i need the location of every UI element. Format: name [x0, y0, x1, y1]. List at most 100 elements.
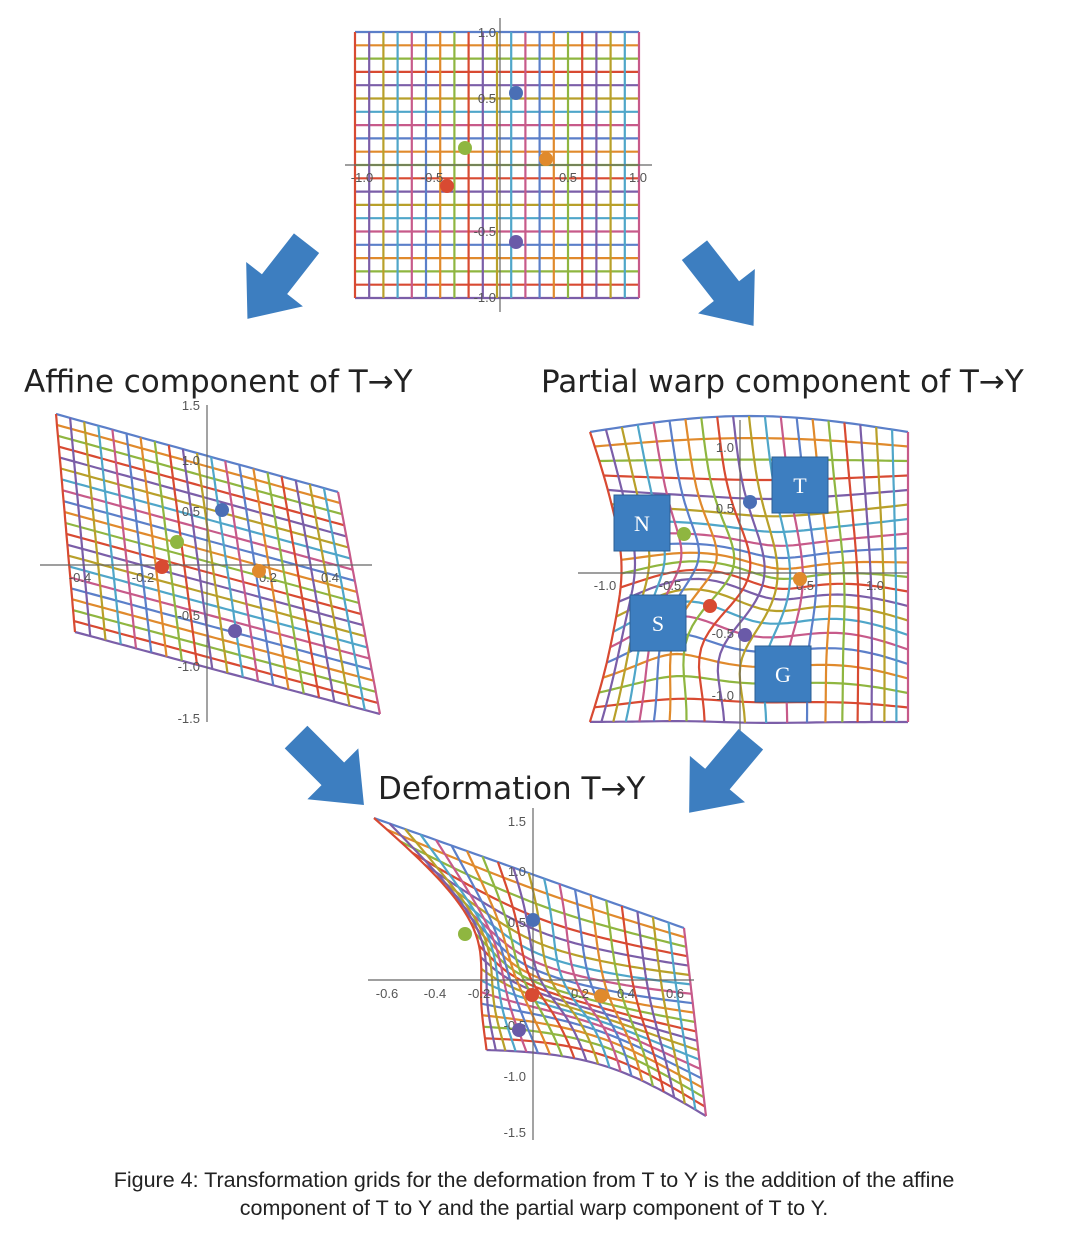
grid-line — [97, 425, 122, 645]
landmark-blue-dot — [526, 913, 540, 927]
x-tick-label: 0.6 — [666, 986, 684, 1001]
grid-line — [153, 441, 183, 661]
y-tick-label: 1.0 — [508, 864, 526, 879]
y-tick-label: -1.0 — [504, 1069, 526, 1084]
x-tick-label: 0.2 — [571, 986, 589, 1001]
grid-line — [181, 448, 214, 670]
y-tick-label: -1.0 — [474, 290, 496, 305]
arrow-warp-to-deformation — [689, 728, 764, 813]
grid-line — [210, 456, 244, 678]
affine-panel-title: Affine component of T→Y — [24, 364, 413, 400]
landmark-red-dot — [155, 560, 169, 574]
x-tick-label: 0.4 — [617, 986, 635, 1001]
grid-line — [125, 433, 153, 653]
x-tick-label: -0.2 — [132, 570, 154, 585]
grid-line — [667, 922, 697, 1110]
grid-line — [605, 900, 654, 1087]
grid-line — [512, 867, 588, 1062]
grid-line — [404, 828, 507, 1051]
y-tick-label: 0.5 — [478, 91, 496, 106]
label-box-background — [613, 494, 671, 552]
x-tick-label: -0.6 — [376, 986, 398, 1001]
landmark-label-t: T — [793, 473, 807, 498]
landmark-purple-dot — [512, 1023, 526, 1037]
x-tick-label: 0.4 — [321, 570, 339, 585]
landmark-red-dot — [703, 599, 717, 613]
grid-line — [388, 822, 497, 1051]
landmark-label-box-t: T — [771, 456, 829, 514]
grid-line — [294, 480, 336, 702]
landmark-purple-dot — [228, 624, 242, 638]
grid-line — [195, 452, 229, 674]
x-tick-label: -0.5 — [659, 578, 681, 593]
y-tick-label: 0.5 — [182, 504, 200, 519]
grid-line — [435, 839, 528, 1053]
landmark-green-dot — [458, 927, 472, 941]
grid-line — [612, 426, 651, 723]
landmark-blue-dot — [215, 503, 229, 517]
grid-line — [266, 472, 305, 694]
y-tick-label: -0.5 — [178, 608, 200, 623]
deformation-grid-panel: -0.6-0.4-0.20.20.40.61.51.00.5-0.5-1.0-1… — [368, 808, 708, 1140]
landmark-green-dot — [170, 535, 184, 549]
grid-line — [54, 413, 77, 633]
y-tick-label: 0.5 — [716, 501, 734, 516]
grid-line — [399, 840, 687, 948]
grid-line — [419, 833, 517, 1052]
grid-line — [322, 487, 366, 711]
arrow-affine-to-deformation — [284, 725, 364, 805]
landmark-purple-dot — [509, 235, 523, 249]
grid-line — [450, 844, 540, 1054]
label-box-background — [754, 645, 812, 703]
grid-line — [624, 424, 666, 722]
grid-line — [682, 927, 708, 1117]
x-tick-label: 1.0 — [629, 170, 647, 185]
grid-line — [716, 416, 766, 723]
grid-line — [638, 422, 683, 722]
landmark-red-dot — [525, 988, 539, 1002]
x-tick-label: -1.0 — [351, 170, 373, 185]
landmark-blue-dot — [509, 86, 523, 100]
grid-line — [697, 416, 752, 722]
grid-line — [280, 476, 321, 698]
grid-line — [308, 484, 351, 706]
y-tick-label: -0.5 — [712, 626, 734, 641]
grid-line — [466, 850, 551, 1055]
landmark-label-box-s: S — [629, 594, 687, 652]
label-box-background — [771, 456, 829, 514]
flow-arrows — [246, 233, 764, 813]
y-tick-label: 0.5 — [508, 915, 526, 930]
grid-line — [891, 429, 898, 722]
grid-line — [543, 878, 611, 1068]
grid-line — [620, 905, 665, 1092]
x-tick-label: -0.5 — [421, 170, 443, 185]
x-tick-label: -1.0 — [594, 578, 616, 593]
grid-line — [651, 916, 686, 1104]
grid-line — [589, 720, 908, 724]
landmark-label-n: N — [634, 511, 650, 536]
landmark-purple-dot — [738, 628, 752, 642]
label-box-background — [629, 594, 687, 652]
grid-line — [875, 427, 886, 722]
warp-panel-title: Partial warp component of T→Y — [541, 364, 1024, 400]
grid-line — [69, 417, 92, 637]
x-tick-label: -0.4 — [424, 986, 446, 1001]
landmark-blue-dot — [743, 495, 757, 509]
grid-line — [252, 468, 290, 690]
landmark-orange-dot — [793, 572, 807, 586]
grid-line — [600, 429, 637, 723]
arrow-to-affine — [246, 233, 320, 319]
y-tick-label: 1.0 — [716, 440, 734, 455]
grid-line — [589, 894, 644, 1082]
grid-line — [373, 817, 488, 1051]
grid-line — [83, 421, 107, 641]
y-tick-label: 1.0 — [182, 453, 200, 468]
y-tick-label: 1.5 — [182, 398, 200, 413]
landmark-orange-dot — [539, 152, 553, 166]
y-tick-label: 1.0 — [478, 25, 496, 40]
grid-line — [139, 437, 168, 657]
